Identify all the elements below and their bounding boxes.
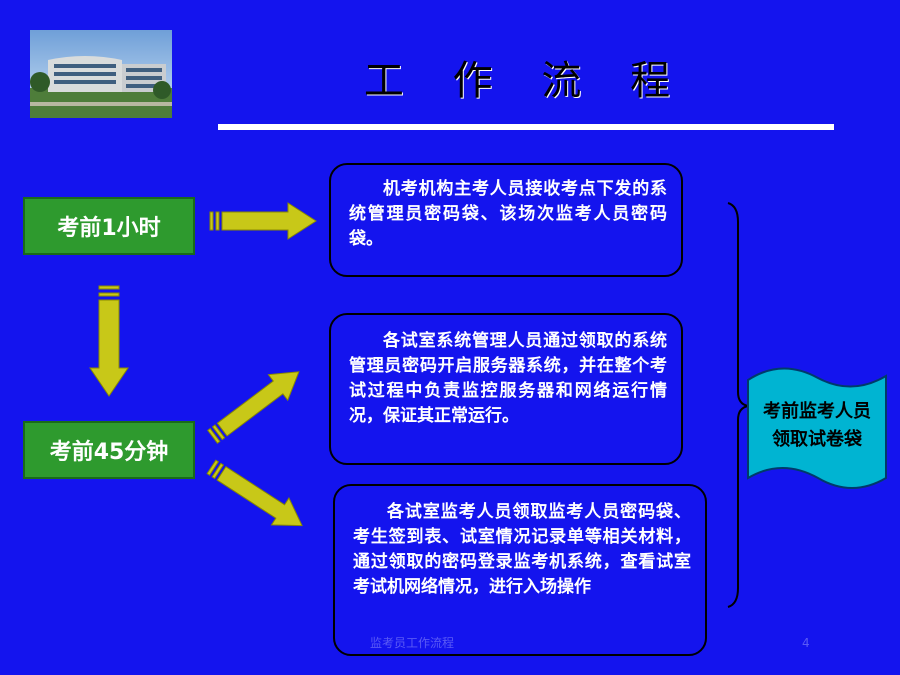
title-underline	[218, 124, 834, 130]
banner-line-1: 考前监考人员	[763, 401, 871, 422]
arrow-down-right-icon	[206, 459, 303, 527]
flow-box-receive-password-bags: 机考机构主考人员接收考点下发的系统管理员密码袋、该场次监考人员密码袋。	[329, 163, 683, 277]
page-title: 工 作 流 程	[363, 58, 689, 104]
footer-text: 监考员工作流程	[370, 636, 455, 650]
flow-box-proctor-login: 各试室监考人员领取监考人员密码袋、考生签到表、试室情况记录单等相关材料，通过领取…	[333, 484, 707, 656]
step-before-1-hour: 考前1小时	[23, 197, 195, 255]
right-brace-icon	[727, 202, 749, 608]
building-photo	[30, 30, 172, 118]
page-number: 4	[802, 636, 810, 650]
arrow-up-right-icon	[207, 371, 300, 444]
arrow-right-icon	[209, 202, 317, 240]
step-before-45-minutes: 考前45分钟	[23, 421, 195, 479]
flow-box-start-server-system: 各试室系统管理人员通过领取的系统管理员密码开启服务器系统，并在整个考试过程中负责…	[329, 313, 683, 465]
banner-line-2: 领取试卷袋	[772, 429, 862, 450]
banner-label: 考前监考人员 领取试卷袋	[752, 398, 882, 454]
arrow-down-icon	[89, 285, 129, 397]
